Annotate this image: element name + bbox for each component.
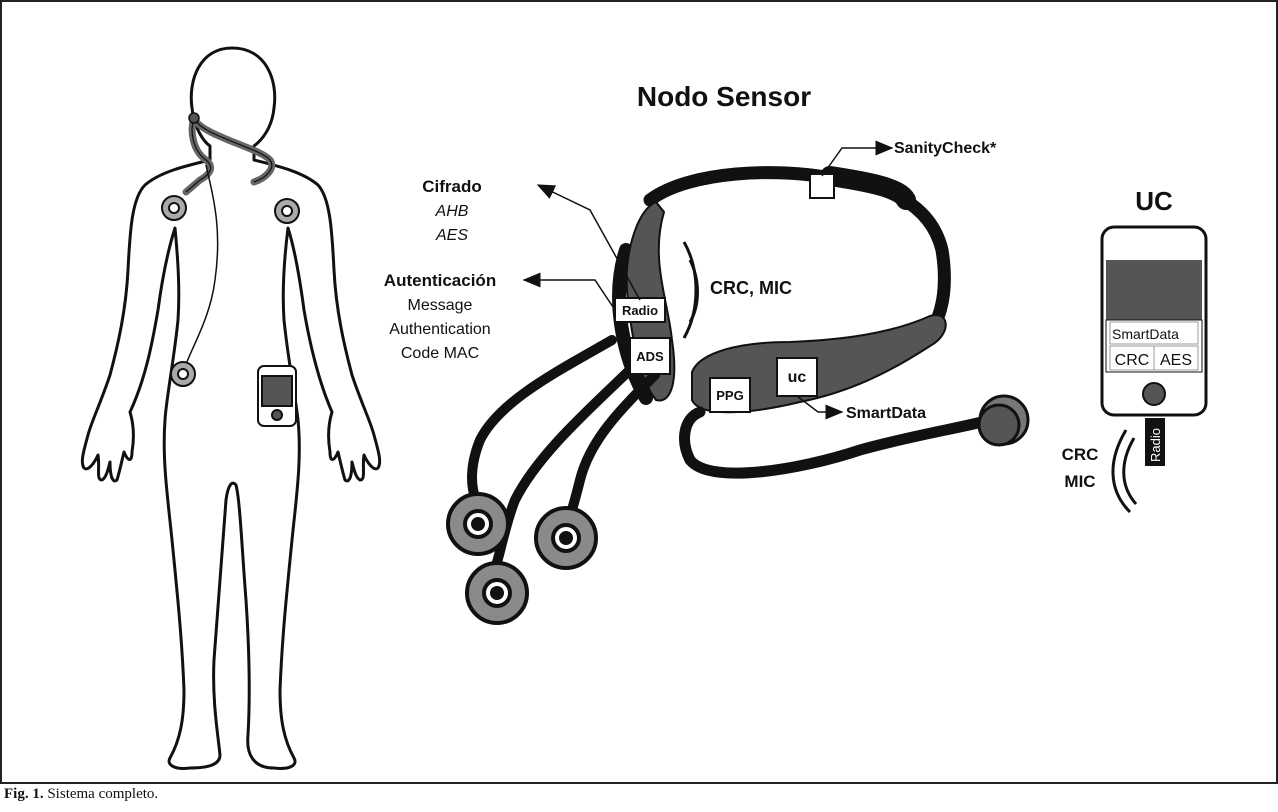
svg-text:SmartData: SmartData	[1112, 326, 1179, 342]
ppg-probe	[977, 394, 1030, 447]
uc-radio: Radio	[1145, 418, 1165, 466]
sensor-necklace	[612, 166, 996, 479]
block-ads: ADS	[629, 337, 671, 375]
right-pod	[691, 314, 947, 414]
svg-text:Autenticación: Autenticación	[384, 271, 496, 290]
block-ppg: PPG	[709, 377, 751, 413]
uc-device: SmartData CRC AES	[1100, 225, 1208, 417]
figure-frame	[0, 0, 1278, 784]
diagram-title: Nodo Sensor	[637, 81, 811, 112]
svg-text:Authentication: Authentication	[389, 321, 490, 338]
block-radio: Radio	[614, 297, 666, 323]
svg-text:CRC: CRC	[1115, 352, 1150, 369]
svg-text:uc: uc	[788, 369, 807, 386]
annotation-arrows	[522, 140, 894, 420]
autenticacion-annotation: Autenticación Message Authentication Cod…	[384, 271, 496, 362]
sanity-block	[809, 173, 835, 199]
svg-text:Code MAC: Code MAC	[401, 345, 479, 362]
electrode-pads	[446, 492, 598, 625]
sensor-radio-waves	[682, 241, 699, 339]
signal-label: CRC, MIC	[710, 278, 792, 298]
svg-text:Radio: Radio	[622, 303, 658, 318]
uc-signal-label: CRC MIC	[1062, 445, 1099, 491]
svg-text:PPG: PPG	[716, 388, 743, 403]
svg-text:Message: Message	[408, 297, 473, 314]
svg-text:Cifrado: Cifrado	[422, 177, 482, 196]
smartdata-label: SmartData	[846, 405, 926, 422]
sanity-label: SanityCheck*	[894, 140, 997, 157]
block-uc: uc	[776, 357, 818, 397]
svg-text:AES: AES	[435, 227, 468, 244]
svg-text:CRC: CRC	[1062, 445, 1099, 464]
svg-text:ADS: ADS	[636, 349, 664, 364]
caption-text: Sistema completo.	[47, 786, 159, 802]
human-body	[80, 46, 382, 770]
body-leads	[182, 112, 276, 371]
uc-radio-waves	[1111, 429, 1138, 514]
svg-text:MIC: MIC	[1064, 472, 1095, 491]
svg-text:AHB: AHB	[435, 203, 469, 220]
uc-title: UC	[1135, 186, 1173, 216]
cifrado-annotation: Cifrado AHB AES	[422, 177, 482, 244]
svg-text:Radio: Radio	[1148, 428, 1163, 462]
figure-caption: Fig. 1. Sistema completo.	[4, 786, 158, 803]
svg-text:AES: AES	[1160, 352, 1192, 369]
body-electrodes	[161, 195, 300, 387]
body-phone	[257, 365, 297, 427]
caption-number: Fig. 1.	[4, 786, 44, 802]
